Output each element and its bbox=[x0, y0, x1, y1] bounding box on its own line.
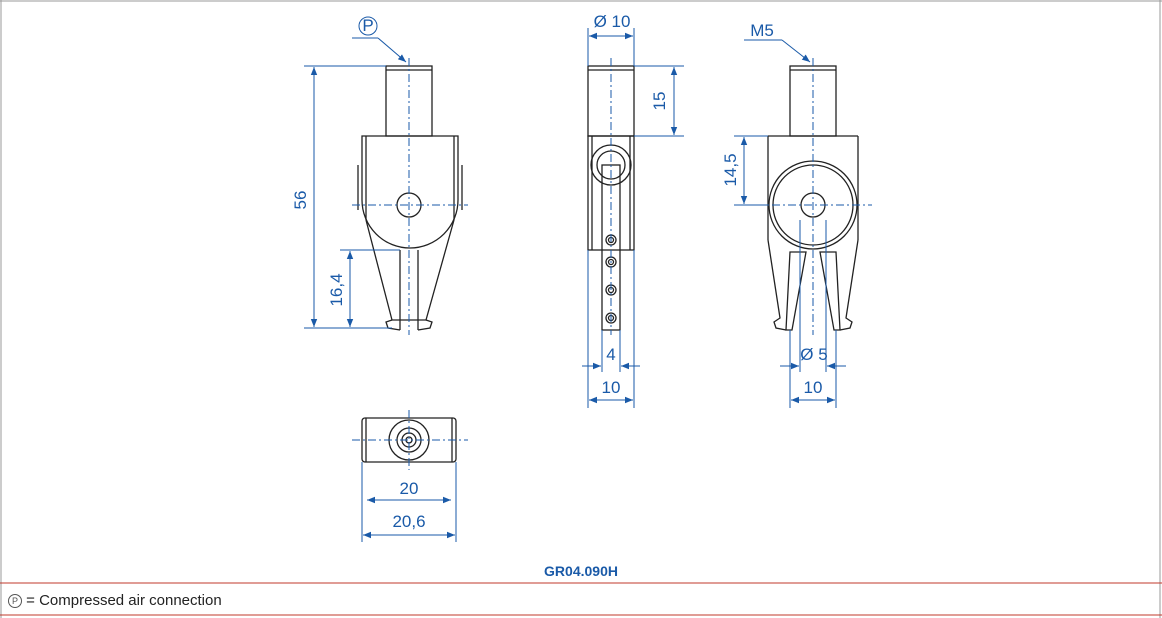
back-view-centerlines bbox=[756, 58, 872, 335]
dim-diameter-5: Ø 5 bbox=[800, 345, 827, 364]
dim-width-20-6: 20,6 bbox=[392, 512, 425, 531]
bottom-view-centerlines bbox=[352, 410, 468, 470]
product-code: GR04.090H bbox=[544, 563, 618, 579]
dim-height-total: 56 bbox=[291, 191, 310, 210]
dim-15-lines bbox=[634, 65, 684, 137]
dim-dia10-lines bbox=[587, 28, 635, 66]
bottom-view bbox=[361, 417, 457, 463]
dim-width-10-front: 10 bbox=[804, 378, 823, 397]
dim-14-5-lines bbox=[734, 135, 768, 206]
dim-dia5-lines bbox=[780, 220, 846, 372]
dim-thread: M5 bbox=[750, 21, 774, 40]
air-port-legend-icon: P bbox=[8, 594, 22, 608]
dim-16-4-lines bbox=[340, 249, 400, 327]
dim-width-10-side: 10 bbox=[602, 378, 621, 397]
dim-56-lines bbox=[304, 65, 392, 329]
dim-height-14-5: 14,5 bbox=[721, 153, 740, 186]
air-port-symbol: P bbox=[362, 16, 373, 35]
dim-height-lower: 16,4 bbox=[327, 273, 346, 306]
m5-callout bbox=[744, 39, 811, 63]
legend-text: = Compressed air connection bbox=[26, 592, 222, 609]
dim-10-front-lines bbox=[789, 330, 837, 408]
front-view bbox=[357, 65, 463, 331]
air-port-callout bbox=[352, 16, 407, 63]
dim-width-20: 20 bbox=[400, 479, 419, 498]
dim-length-shaft: 15 bbox=[650, 92, 669, 111]
dim-20-lines bbox=[361, 462, 457, 542]
dim-diameter-top: Ø 10 bbox=[594, 12, 631, 31]
dim-10-side-lines bbox=[587, 250, 635, 408]
legend: P = Compressed air connection bbox=[8, 592, 222, 609]
dim-4-lines bbox=[582, 330, 640, 372]
front-view-centerlines bbox=[352, 58, 468, 335]
dim-width-4: 4 bbox=[606, 345, 615, 364]
